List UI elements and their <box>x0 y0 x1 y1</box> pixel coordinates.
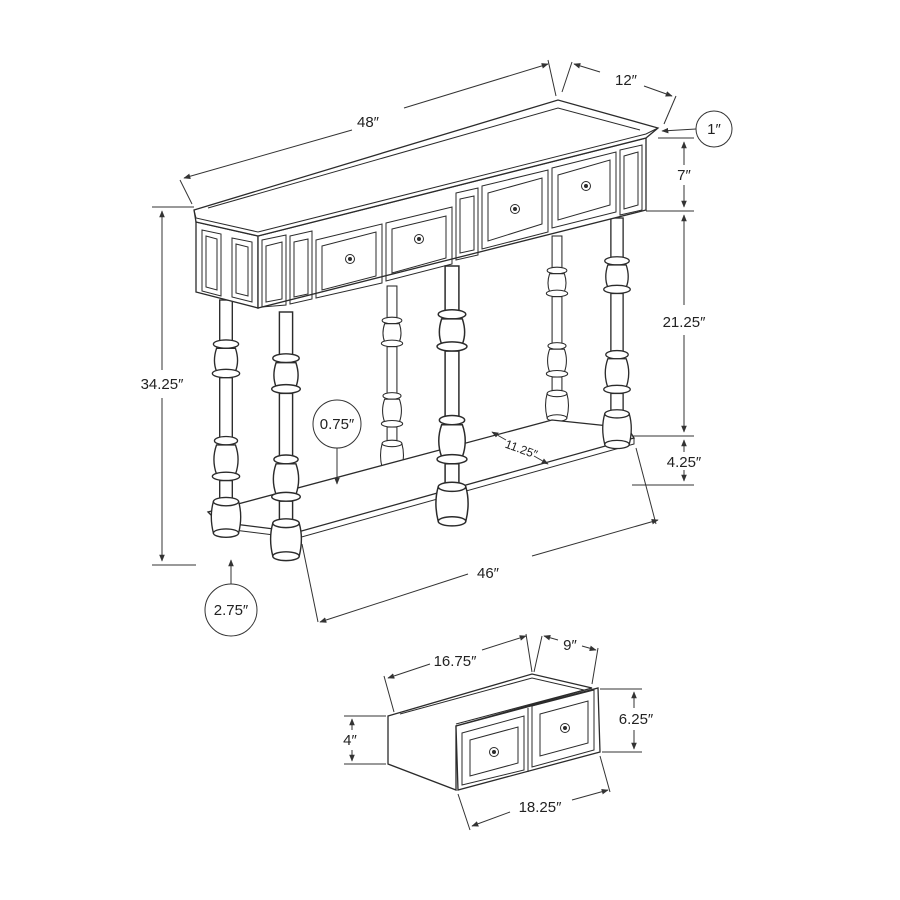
console-table <box>193 99 660 562</box>
drawer-front-1 <box>315 223 383 299</box>
dim-leg-width: 2.75″ <box>204 559 258 637</box>
front-left-leg <box>210 299 242 538</box>
label-drawer-inner-width: 16.75″ <box>434 653 478 670</box>
back-leg-2 <box>544 235 570 422</box>
label-top-thickness: 1″ <box>707 121 721 138</box>
label-overall-depth: 12″ <box>615 72 638 89</box>
dim-overall-depth: 12″ <box>561 61 677 125</box>
label-shelf-clearance: 21.25″ <box>663 314 707 331</box>
drawer-detail <box>387 673 601 791</box>
front-center-right-leg <box>435 265 469 527</box>
table-top <box>193 99 660 237</box>
drawer-front-2 <box>385 206 453 282</box>
label-drawer-front-height: 6.25″ <box>619 711 654 728</box>
label-leg-width: 2.75″ <box>214 602 249 619</box>
back-leg-1 <box>379 285 405 472</box>
drawer-front-3 <box>481 169 549 250</box>
front-center-left-leg <box>269 311 303 562</box>
dim-drawer-front-width: 18.25″ <box>457 755 611 831</box>
dim-overall-height: 34.25″ <box>141 206 196 566</box>
label-overall-width: 48″ <box>357 114 380 131</box>
label-shelf-thickness: 0.75″ <box>320 416 355 433</box>
label-drawer-front-width: 18.25″ <box>519 799 563 816</box>
dim-shelf-thickness: 0.75″ <box>312 399 362 485</box>
dim-drawer-inner-width: 16.75″ <box>383 633 533 713</box>
label-overall-height: 34.25″ <box>141 376 185 393</box>
label-shelf-to-floor: 4.25″ <box>667 454 702 471</box>
dim-top-thickness: 1″ <box>661 110 733 148</box>
drawer-front-4 <box>551 151 617 229</box>
label-apron-height: 7″ <box>677 167 691 184</box>
dim-overall-width: 48″ <box>179 59 557 205</box>
dim-drawer-front-height: 6.25″ <box>600 688 654 753</box>
lower-shelf <box>206 419 635 533</box>
label-drawer-depth: 9″ <box>563 637 577 654</box>
front-right-leg <box>602 217 632 450</box>
dim-right-heights: 7″ 21.25″ 4.25″ <box>632 137 707 486</box>
dim-drawer-box-height: 4″ <box>343 715 386 765</box>
dim-shelf-width: 46″ <box>301 447 659 623</box>
label-drawer-box-height: 4″ <box>343 732 357 749</box>
apron-side <box>195 221 259 309</box>
drawer-box-inner <box>399 677 585 725</box>
label-shelf-width: 46″ <box>477 565 500 582</box>
dim-drawer-depth: 9″ <box>533 635 599 685</box>
